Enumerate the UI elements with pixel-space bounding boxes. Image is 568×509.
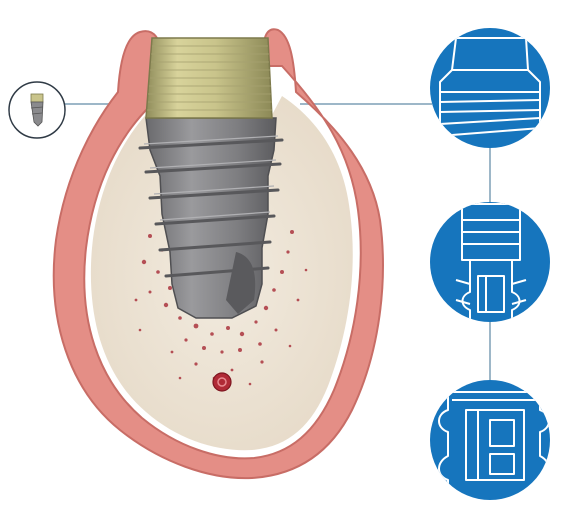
implant-collar-detail-icon [430, 28, 550, 150]
implant-collar [146, 38, 272, 118]
implant-body-detail-icon [430, 202, 550, 340]
blood-vessel [213, 373, 231, 391]
implant-apex-detail-icon [430, 380, 550, 500]
implant-thumbnail-icon [9, 82, 65, 138]
